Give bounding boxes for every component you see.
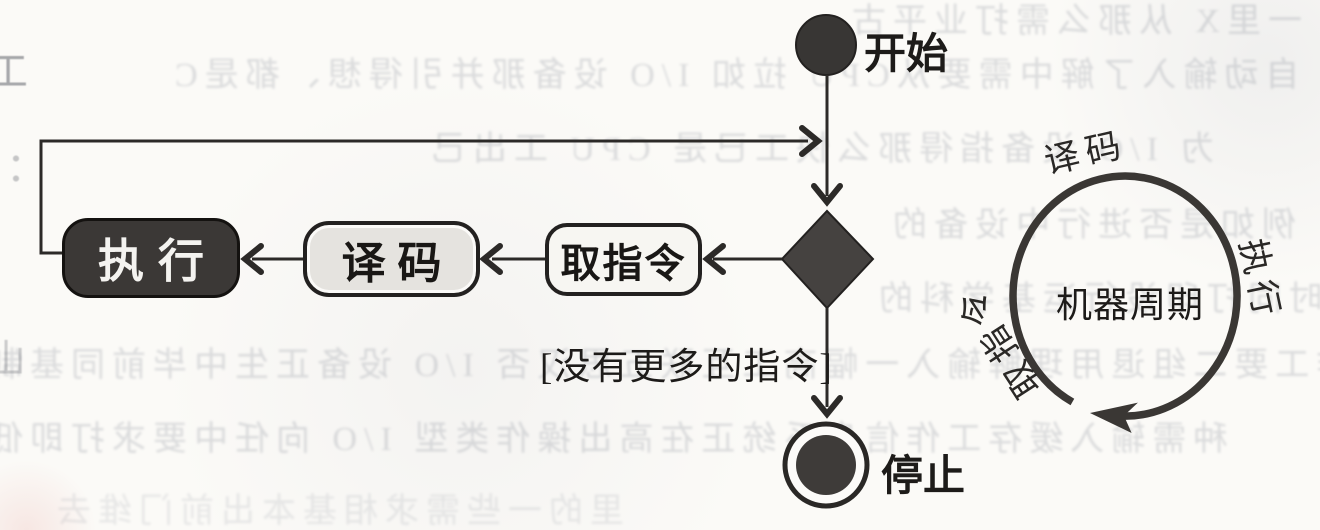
decision-arrowhead-icon	[811, 183, 843, 207]
stop-node-inner-disc	[796, 435, 856, 495]
stop-node-label: 停止	[881, 454, 966, 500]
execute-arrowhead-icon	[240, 243, 264, 275]
machine-cycle-center-label: 机器周期	[1056, 285, 1205, 325]
machine-cycle-ring	[1009, 172, 1241, 420]
activity-node-decode: 译码	[303, 221, 480, 297]
activity-node-execute: 执行	[62, 218, 240, 298]
loop-back-edge	[39, 139, 808, 255]
decode-arrowhead-icon	[479, 243, 503, 275]
fetch-arrowhead-icon	[702, 243, 726, 275]
activity-node-fetch: 取指令	[545, 223, 702, 296]
decision-diamond	[780, 209, 875, 310]
decision-guard-label: [没有更多的指令]	[540, 347, 833, 388]
start-node-label: 开始	[864, 32, 949, 78]
machine-cycle-arrowhead-icon	[1090, 402, 1138, 433]
loop-arrowhead-icon	[799, 125, 823, 157]
stop-arrowhead-icon	[811, 395, 843, 419]
start-node	[795, 14, 857, 76]
